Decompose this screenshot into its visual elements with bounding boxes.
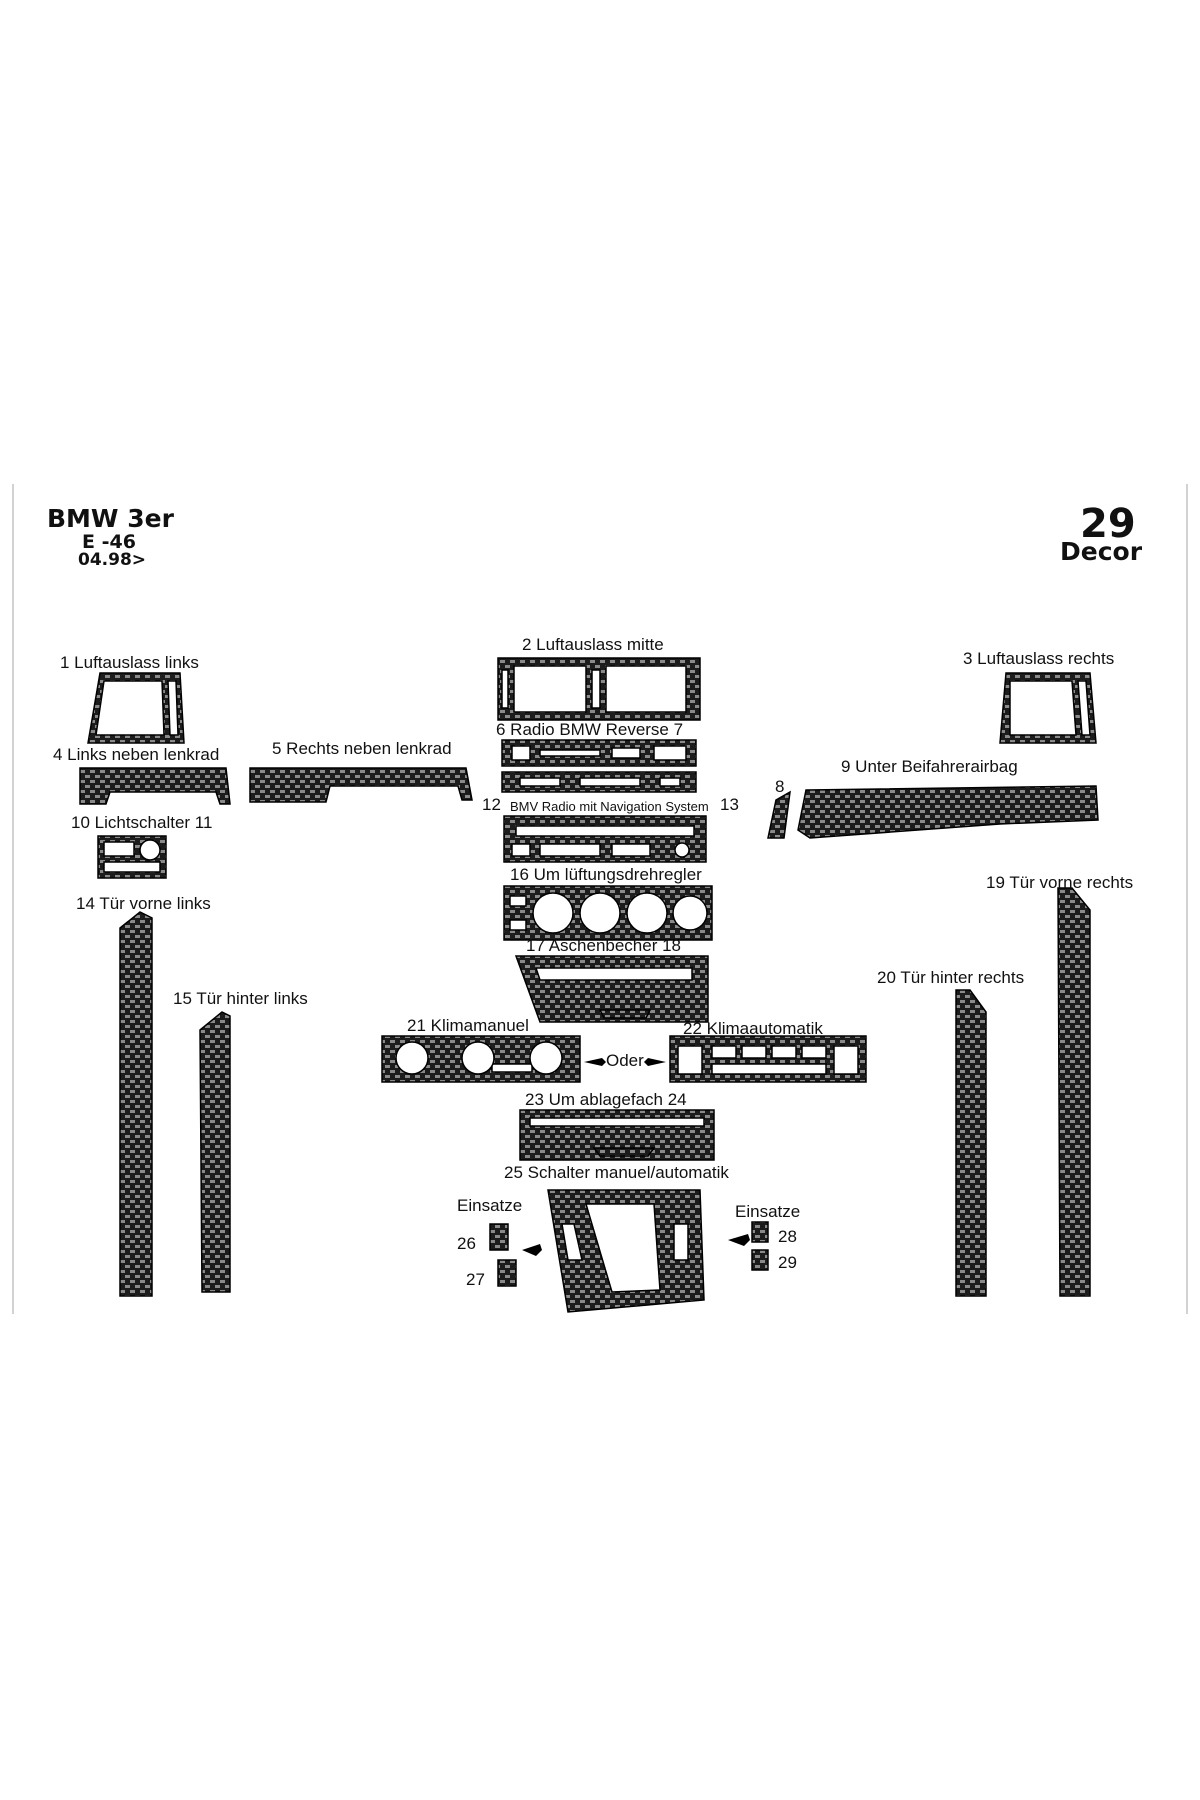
part-29-insert bbox=[751, 1249, 769, 1271]
model-date: 04.98> bbox=[78, 550, 147, 570]
part-27-insert bbox=[497, 1259, 517, 1287]
label-part-22: 22 Klimaautomatik bbox=[683, 1019, 823, 1038]
part-23-24-storage-tray bbox=[519, 1109, 715, 1161]
part-1-vent-left bbox=[87, 672, 185, 744]
part-12-13-radio-navigation bbox=[503, 815, 707, 863]
label-part-21: 21 Klimamanuel bbox=[407, 1016, 529, 1035]
part-16-ventilation-knobs bbox=[503, 885, 713, 941]
part-15-door-rear-left bbox=[199, 1011, 231, 1293]
model-code: E -46 bbox=[82, 531, 136, 553]
label-part-28: 28 bbox=[778, 1227, 797, 1246]
part-4-left-of-wheel bbox=[79, 767, 231, 805]
part-25-shifter-surround bbox=[547, 1189, 705, 1313]
label-part-23-24: 23 Um ablagefach 24 bbox=[525, 1090, 687, 1109]
label-part-16: 16 Um lüftungsdrehregler bbox=[510, 865, 702, 884]
label-part-5: 5 Rechts neben lenkrad bbox=[272, 739, 452, 758]
label-part-17-18: 17 Aschenbecher 18 bbox=[526, 936, 682, 955]
part-14-door-front-left bbox=[119, 911, 153, 1297]
label-part-12-description: BMV Radio mit Navigation System bbox=[510, 799, 709, 814]
frame-left-line bbox=[12, 484, 14, 1314]
label-part-12: 12 bbox=[482, 795, 501, 814]
part-5-right-of-wheel bbox=[249, 767, 473, 803]
label-part-4: 4 Links neben lenkrad bbox=[53, 745, 220, 764]
pointer-hand-right bbox=[728, 1234, 750, 1246]
label-einsatze-right: Einsatze bbox=[735, 1202, 801, 1221]
part-21-climate-manual bbox=[381, 1035, 581, 1083]
label-part-10-11: 10 Lichtschalter 11 bbox=[71, 813, 213, 832]
label-part-27: 27 bbox=[466, 1270, 485, 1289]
part-28-insert bbox=[751, 1221, 769, 1243]
label-part-2: 2 Luftauslass mitte bbox=[522, 635, 664, 654]
part-2-vent-center bbox=[497, 657, 701, 721]
label-part-15: 15 Tür hinter links bbox=[173, 989, 308, 1008]
part-20-door-rear-right bbox=[955, 989, 987, 1297]
part-26-insert bbox=[489, 1223, 509, 1251]
label-einsatze-left: Einsatze bbox=[457, 1196, 523, 1215]
pointer-hand-left bbox=[522, 1244, 542, 1256]
label-part-8: 8 bbox=[775, 777, 785, 796]
decor-label: Decor bbox=[1060, 537, 1143, 566]
part-22-climate-automatic bbox=[669, 1035, 867, 1083]
label-part-3: 3 Luftauslass rechts bbox=[963, 649, 1115, 668]
part-17-18-ashtray bbox=[514, 955, 709, 1023]
part-9-under-airbag bbox=[797, 785, 1099, 839]
label-part-6-7: 6 Radio BMW Reverse 7 bbox=[496, 720, 684, 739]
part-19-door-front-right bbox=[1057, 887, 1091, 1297]
part-6-7-radio-reverse bbox=[501, 739, 697, 793]
label-part-19: 19 Tür vorne rechts bbox=[986, 873, 1134, 892]
frame-right-line bbox=[1186, 484, 1188, 1314]
decor-number: 29 bbox=[1080, 501, 1136, 547]
model-title: BMW 3er bbox=[47, 504, 174, 533]
label-part-29: 29 bbox=[778, 1253, 797, 1272]
pointer-hands-oder bbox=[584, 1058, 666, 1066]
label-part-14: 14 Tür vorne links bbox=[76, 894, 211, 913]
part-3-vent-right bbox=[999, 672, 1097, 744]
label-part-20: 20 Tür hinter rechts bbox=[877, 968, 1025, 987]
label-part-1: 1 Luftauslass links bbox=[60, 653, 199, 672]
part-8 bbox=[767, 790, 791, 839]
label-part-9: 9 Unter Beifahrerairbag bbox=[841, 757, 1018, 776]
label-oder: Oder bbox=[606, 1051, 644, 1070]
label-part-26: 26 bbox=[457, 1234, 476, 1253]
part-10-11-light-switch bbox=[97, 835, 167, 879]
label-part-13: 13 bbox=[720, 795, 739, 814]
label-part-25: 25 Schalter manuel/automatik bbox=[504, 1163, 729, 1182]
